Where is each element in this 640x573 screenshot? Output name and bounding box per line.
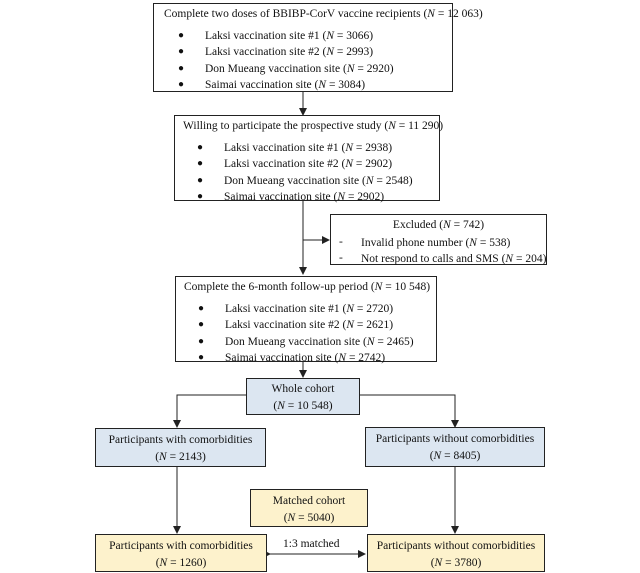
list-item: ●Saimai vaccination site (N = 2742) bbox=[198, 352, 386, 364]
box-vaccine-recipients: Complete two doses of BBIBP-CorV vaccine… bbox=[153, 3, 483, 94]
arrow-whole-to-with bbox=[173, 394, 246, 428]
box2-site-list: ●Laksi vaccination site #1 (N = 2938) ●L… bbox=[183, 140, 439, 206]
list-item: ●Laksi vaccination site #1 (N = 2938) bbox=[197, 141, 393, 154]
list-item: ●Don Mueang vaccination site (N = 2465) bbox=[198, 335, 414, 348]
excluded-title: Excluded (N = 742) bbox=[392, 219, 485, 231]
box3-title: Complete the 6-month follow-up period (N… bbox=[184, 281, 431, 293]
list-item: ●Laksi vaccination site #2 (N = 2621) bbox=[198, 319, 394, 331]
box1-title: Complete two doses of BBIBP-CorV vaccine… bbox=[164, 8, 483, 20]
matched-cohort-title: Matched cohort bbox=[272, 495, 346, 507]
match-ratio-label: 1:3 matched bbox=[283, 538, 340, 550]
whole-cohort-title: Whole cohort bbox=[271, 383, 335, 395]
list-item: ●Saimai vaccination site (N = 2902) bbox=[197, 191, 385, 203]
arrow-whole-to-without bbox=[360, 394, 459, 428]
with-matched-title: Participants with comorbidities bbox=[109, 540, 253, 552]
excluded-list: -Invalid phone number (N = 538) -Not res… bbox=[331, 235, 546, 268]
list-item: ●Laksi vaccination site #2 (N = 2993) bbox=[178, 46, 374, 58]
matched-cohort-n: (N = 5040) bbox=[283, 511, 335, 524]
box-without-comorbidities-matched: Participants without comorbidities (N = … bbox=[367, 534, 545, 572]
without-matched-title: Participants without comorbidities bbox=[376, 540, 536, 552]
list-item: ●Laksi vaccination site #2 (N = 2902) bbox=[197, 158, 393, 170]
box2-title: Willing to participate the prospective s… bbox=[183, 120, 444, 132]
box-followup-complete: Complete the 6-month follow-up period (N… bbox=[175, 276, 437, 364]
whole-cohort-n: (N = 10 548) bbox=[273, 399, 333, 412]
list-item: ●Laksi vaccination site #1 (N = 2720) bbox=[198, 302, 394, 315]
without-comorbidities-title: Participants without comorbidities bbox=[375, 433, 535, 445]
box3-site-list: ●Laksi vaccination site #1 (N = 2720) ●L… bbox=[184, 301, 436, 367]
list-item: -Not respond to calls and SMS (N = 204) bbox=[339, 252, 547, 265]
box-willing-participants: Willing to participate the prospective s… bbox=[174, 115, 444, 203]
box-without-comorbidities: Participants without comorbidities (N = … bbox=[365, 427, 545, 467]
box-with-comorbidities-matched: Participants with comorbidities (N = 126… bbox=[95, 534, 267, 572]
list-item: ●Don Mueang vaccination site (N = 2920) bbox=[178, 62, 394, 75]
box-with-comorbidities: Participants with comorbidities (N = 214… bbox=[95, 428, 266, 467]
list-item: -Invalid phone number (N = 538) bbox=[339, 235, 511, 249]
box-matched-cohort: Matched cohort (N = 5040) bbox=[250, 489, 368, 527]
with-comorbidities-title: Participants with comorbidities bbox=[108, 434, 253, 446]
box-whole-cohort: Whole cohort (N = 10 548) bbox=[246, 378, 360, 415]
without-matched-n: (N = 3780) bbox=[430, 556, 482, 569]
without-comorbidities-n: (N = 8405) bbox=[429, 449, 481, 462]
with-comorbidities-n: (N = 2143) bbox=[155, 450, 206, 463]
list-item: ●Laksi vaccination site #1 (N = 3066) bbox=[178, 29, 374, 42]
box-excluded: Excluded (N = 742) -Invalid phone number… bbox=[330, 214, 547, 265]
box1-site-list: ●Laksi vaccination site #1 (N = 3066) ●L… bbox=[164, 28, 452, 94]
list-item: ●Don Mueang vaccination site (N = 2548) bbox=[197, 174, 413, 187]
with-matched-n: (N = 1260) bbox=[155, 556, 207, 569]
list-item: ●Saimai vaccination site (N = 3084) bbox=[178, 79, 366, 91]
